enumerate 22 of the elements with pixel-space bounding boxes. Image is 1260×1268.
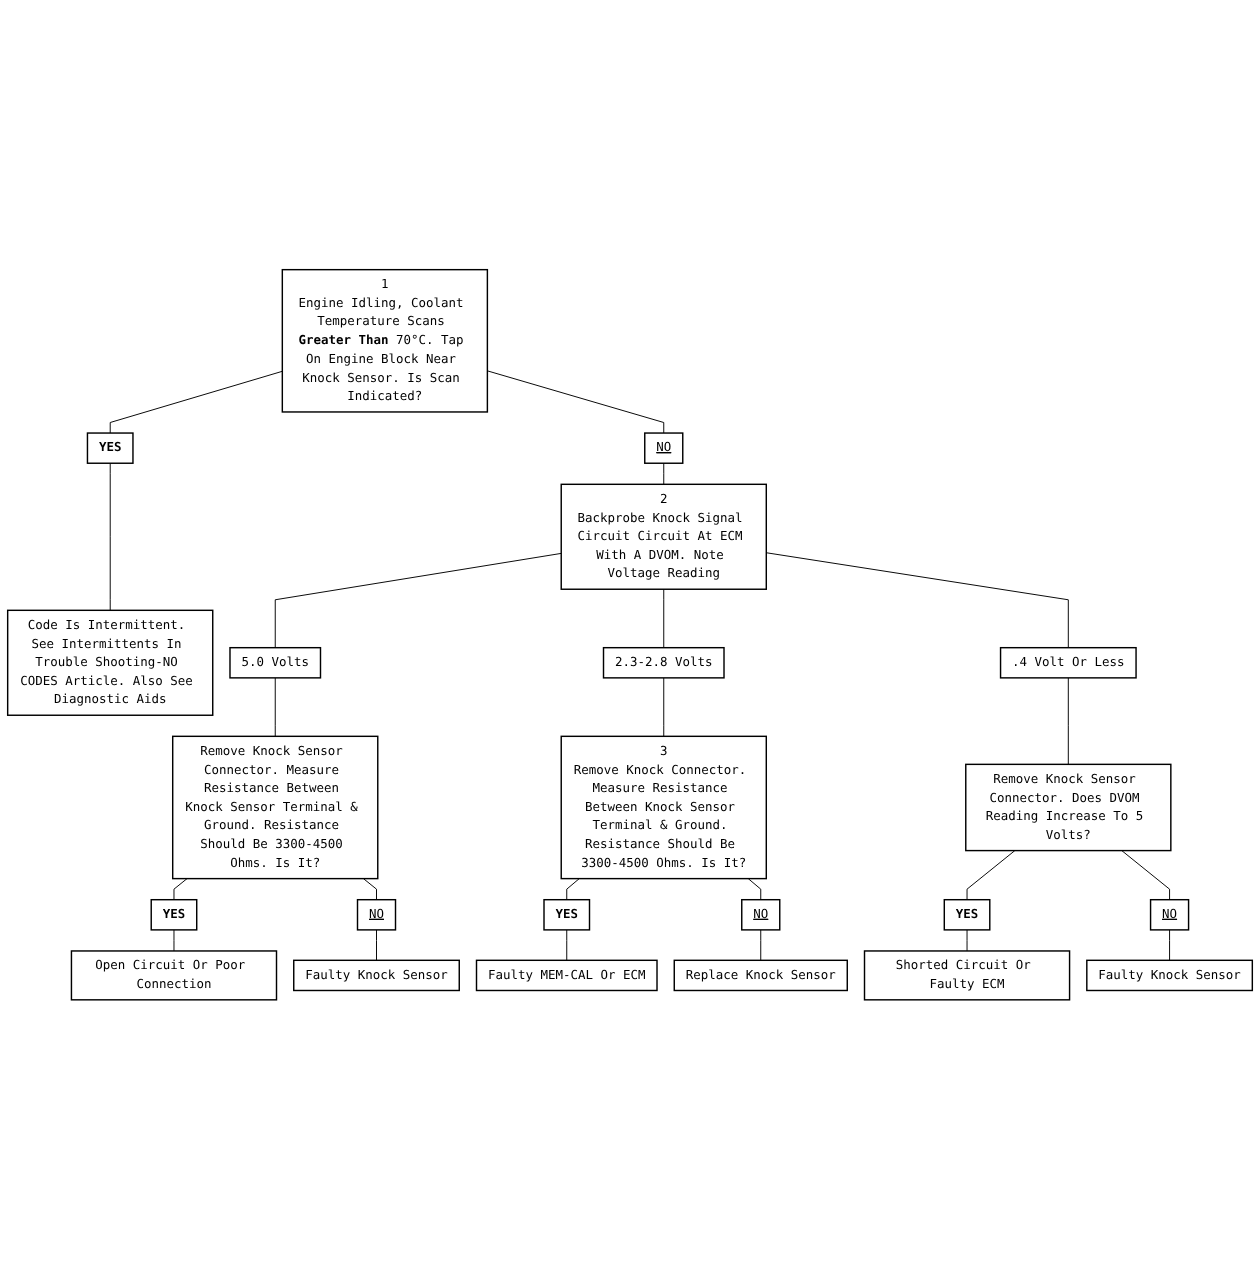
connector	[274, 676, 276, 737]
connector	[765, 551, 1069, 648]
connector	[109, 370, 283, 433]
connector	[1169, 928, 1171, 961]
connector	[274, 552, 562, 648]
connector	[1121, 849, 1171, 900]
connector	[966, 928, 968, 951]
connector	[566, 928, 568, 961]
connector	[663, 462, 665, 485]
connector	[566, 877, 580, 900]
connector	[747, 877, 762, 900]
connector	[376, 928, 377, 961]
connector	[173, 877, 188, 900]
connector	[362, 877, 377, 900]
connector	[663, 588, 665, 648]
connector	[663, 676, 665, 737]
connector	[486, 369, 665, 433]
connector	[1067, 676, 1069, 765]
connector	[173, 928, 175, 951]
connector	[760, 928, 762, 961]
connector	[109, 462, 111, 611]
connector	[966, 849, 1016, 900]
